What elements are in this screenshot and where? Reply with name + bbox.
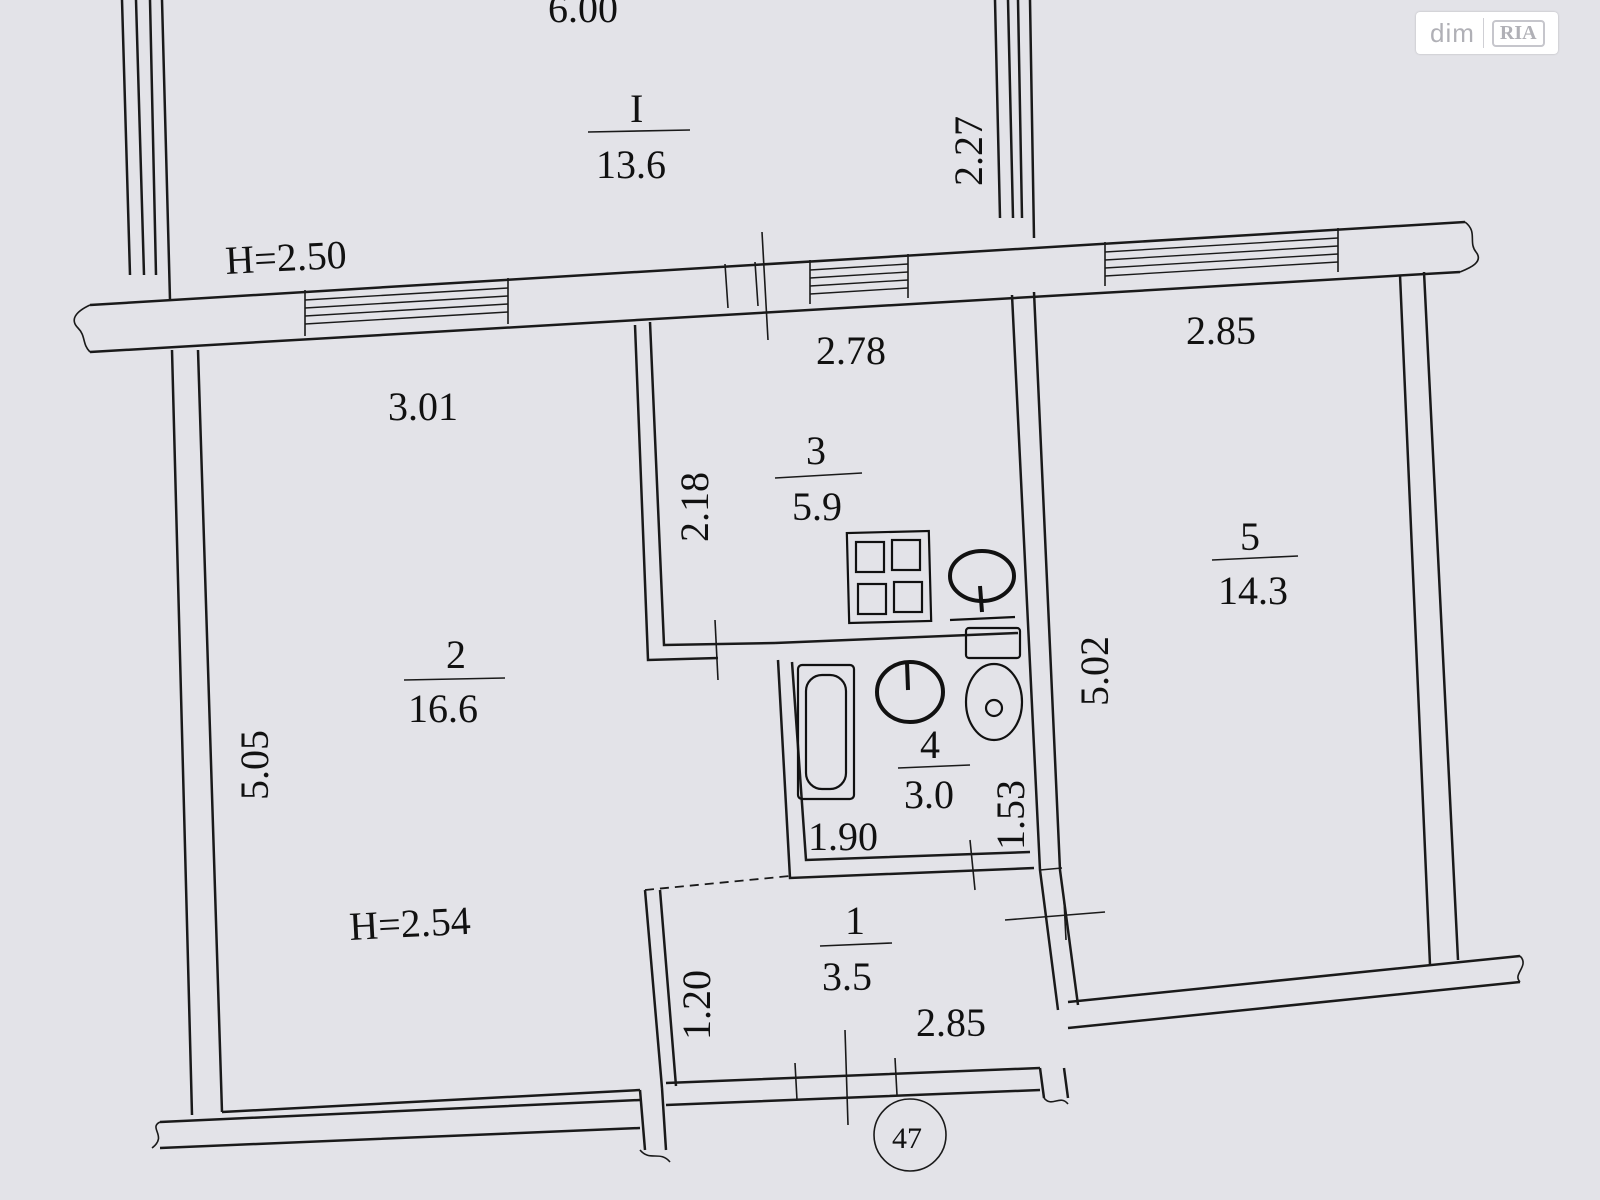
window-north-room5 <box>1104 237 1339 277</box>
dim-hall-depth: 1.20 <box>674 970 719 1040</box>
room-4-number: 4 <box>920 722 940 767</box>
dim-room5-length: 5.02 <box>1072 636 1117 706</box>
axis-number: 47 <box>892 1122 922 1155</box>
room-fraction-lines <box>403 129 1299 947</box>
dim-loggia-width: 6.00 <box>548 0 618 31</box>
dim-bath-width: 1.90 <box>808 814 878 859</box>
exterior-wall-east <box>1398 271 1460 966</box>
room-2-number: 2 <box>446 632 466 677</box>
dim-room5-width: 2.85 <box>1186 308 1256 353</box>
room-I-area: 13.6 <box>596 142 666 187</box>
room-4-area: 3.0 <box>904 772 954 817</box>
exterior-wall-west <box>170 349 224 1116</box>
watermark-brand: dim <box>1430 17 1475 48</box>
toilet-icon <box>964 626 1024 742</box>
window-north-room2 <box>304 287 509 325</box>
room-1-number: 1 <box>845 898 865 943</box>
washbasin-icon <box>875 660 945 724</box>
dim-room2-width: 3.01 <box>388 384 458 429</box>
height-loggia: H=2.50 <box>224 232 348 283</box>
room-3-number: 3 <box>806 428 826 473</box>
height-apartment: H=2.54 <box>348 898 472 949</box>
room-5-number: 5 <box>1240 514 1260 559</box>
watermark-badge: RIA <box>1491 19 1545 47</box>
axis-marker <box>873 1098 947 1172</box>
dim-kitchen-depth: 2.18 <box>672 472 717 542</box>
bathtub-icon <box>796 663 856 801</box>
exterior-wall-south <box>151 954 1524 1163</box>
window-north-kitchen <box>809 263 909 295</box>
room-3-area: 5.9 <box>792 484 842 529</box>
dimension-ticks <box>714 619 1106 1126</box>
watermark: dim RIA <box>1416 12 1558 54</box>
interior-walls <box>633 291 1080 1089</box>
loggia-walls <box>120 0 1036 301</box>
dim-hall-width: 2.85 <box>916 1000 986 1045</box>
balcony-door <box>724 231 769 341</box>
room-2-area: 16.6 <box>408 686 478 731</box>
room-1-area: 3.5 <box>822 954 872 999</box>
room-I-number: I <box>630 86 643 131</box>
stove-icon <box>845 529 933 625</box>
kitchen-sink-icon <box>948 549 1016 622</box>
exterior-wall-north <box>73 220 1480 354</box>
watermark-separator <box>1482 18 1484 48</box>
room-5-area: 14.3 <box>1218 568 1288 613</box>
dim-bath-depth: 1.53 <box>988 780 1033 850</box>
dim-loggia-depth: 2.27 <box>946 116 991 186</box>
dim-kitchen-width: 2.78 <box>816 328 886 373</box>
dim-room2-length: 5.05 <box>232 730 277 800</box>
